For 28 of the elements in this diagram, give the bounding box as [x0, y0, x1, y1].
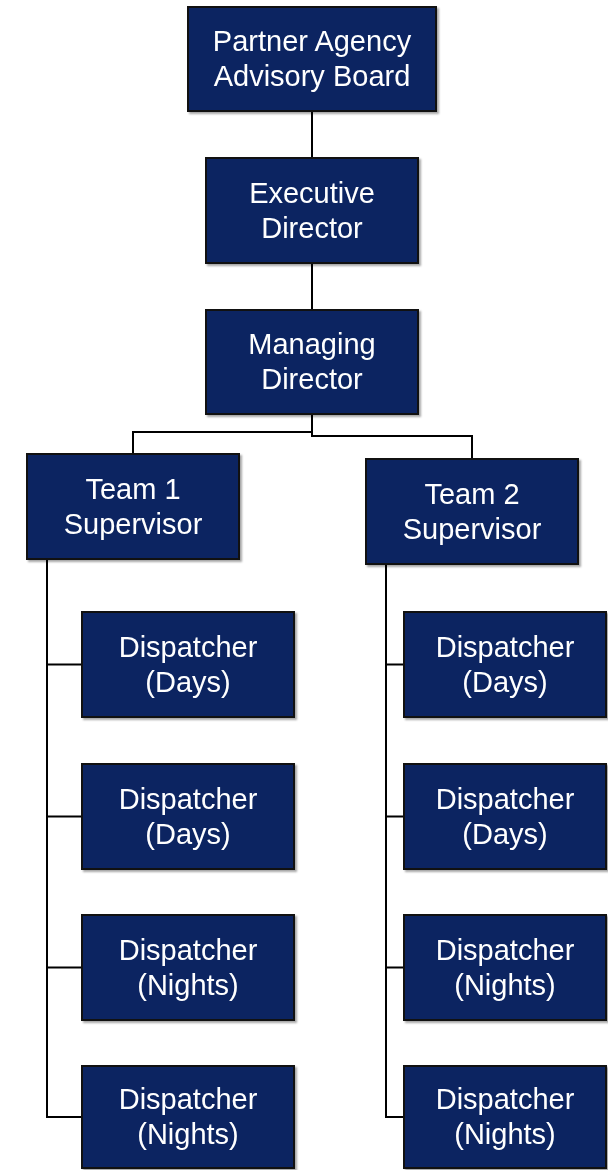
position-title: Dispatcher (Days) [117, 629, 259, 700]
position-title: Dispatcher (Nights) [434, 932, 576, 1003]
position-box [81, 1065, 295, 1169]
connector-line [311, 263, 313, 310]
position-box [403, 763, 607, 870]
position-box [365, 458, 579, 565]
position-box [81, 763, 295, 870]
position-box [81, 611, 295, 718]
position-box [187, 6, 437, 112]
position-box [205, 309, 419, 415]
position-title: Dispatcher (Days) [434, 629, 576, 700]
position-title: Dispatcher (Nights) [117, 1082, 259, 1152]
position-box [205, 157, 419, 264]
position-title: Team 2 Supervisor [401, 476, 543, 547]
position-box [403, 1065, 607, 1169]
position-box [26, 453, 240, 560]
connector-line [311, 111, 313, 158]
position-title: Managing Director [247, 327, 377, 397]
position-title: Dispatcher (Nights) [117, 932, 259, 1003]
position-title: Executive Director [248, 175, 376, 246]
position-box [403, 611, 607, 718]
position-title: Team 1 Supervisor [62, 471, 204, 542]
position-title: Dispatcher (Days) [434, 781, 576, 852]
position-box [81, 914, 295, 1021]
position-title: Dispatcher (Nights) [434, 1082, 576, 1152]
position-title: Dispatcher (Days) [117, 781, 259, 852]
position-box [403, 914, 607, 1021]
position-title: Partner Agency Advisory Board [211, 24, 413, 94]
